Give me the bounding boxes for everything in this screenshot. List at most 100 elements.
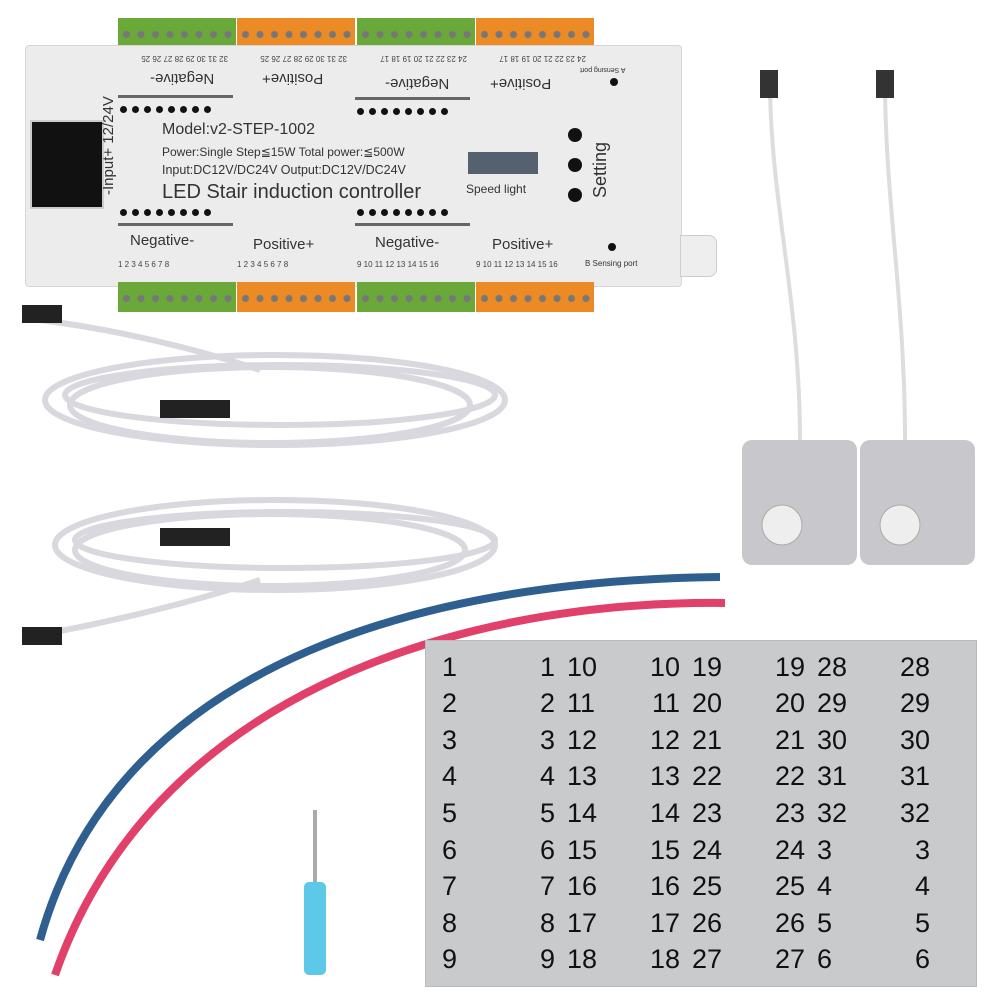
number-label: 4 — [914, 871, 930, 902]
mount-tab — [680, 235, 717, 277]
number-label: 2 — [442, 688, 458, 719]
connector-icon — [22, 305, 62, 323]
number-label: 1 — [539, 651, 555, 682]
io-text: Input:DC12V/DC24V Output:DC12V/DC24V — [162, 163, 406, 177]
number-label: 5 — [539, 797, 555, 828]
number-label: 32 — [899, 797, 930, 828]
number-label: 6 — [442, 834, 458, 865]
number-label: 15 — [567, 834, 598, 865]
number-label: 27 — [692, 944, 723, 975]
number-label: 5 — [817, 907, 833, 938]
number-label: 6 — [539, 834, 555, 865]
number-label: 29 — [899, 688, 930, 719]
number-label: 10 — [649, 651, 680, 682]
number-label: 5 — [442, 797, 458, 828]
arrow-left — [118, 95, 233, 98]
terminal-block-top — [118, 18, 236, 48]
terminal-block-bottom — [357, 282, 475, 312]
number-label: 7 — [442, 871, 458, 902]
terminal-numbers: 1 2 3 4 5 6 7 8 — [237, 260, 289, 269]
number-label: 9 — [442, 944, 458, 975]
blue-wire — [36, 573, 721, 942]
number-label: 7 — [539, 871, 555, 902]
number-label: 22 — [774, 761, 805, 792]
number-label: 6 — [914, 944, 930, 975]
number-label: 25 — [692, 871, 723, 902]
number-label: 23 — [692, 797, 723, 828]
terminal-block-bottom — [476, 282, 594, 312]
number-label: 21 — [692, 724, 723, 755]
arrow-left — [355, 97, 470, 100]
terminal-numbers: 1 2 3 4 5 6 7 8 — [118, 260, 170, 269]
model-text: Model:v2-STEP-1002 — [162, 121, 315, 138]
number-label: 18 — [567, 944, 598, 975]
number-label: 3 — [539, 724, 555, 755]
power-text: Power:Single Step≦15W Total power:≦500W — [162, 145, 405, 159]
controller: 32 31 30 29 28 27 26 25 32 31 30 29 28 2… — [0, 0, 720, 312]
number-label: 13 — [567, 761, 598, 792]
product-title: LED Stair induction controller — [162, 181, 422, 203]
number-label: 20 — [692, 688, 723, 719]
led-dots — [120, 209, 211, 216]
number-label: 28 — [817, 651, 848, 682]
number-label: 21 — [774, 724, 805, 755]
number-label: 22 — [692, 761, 723, 792]
number-label: 1 — [442, 651, 458, 682]
setting-button[interactable] — [568, 158, 582, 172]
terminal-block-top — [357, 18, 475, 48]
number-label: 4 — [539, 761, 555, 792]
number-label: 30 — [817, 724, 848, 755]
number-label: 13 — [649, 761, 680, 792]
speed-display — [468, 152, 538, 174]
number-label: 26 — [774, 907, 805, 938]
number-label: 6 — [817, 944, 833, 975]
a-sensing-port[interactable] — [610, 78, 618, 86]
number-label: 20 — [774, 688, 805, 719]
number-label: 29 — [817, 688, 848, 719]
connector-icon — [160, 400, 230, 418]
screwdriver — [304, 810, 326, 975]
pir-sensor — [742, 70, 857, 565]
number-label: 3 — [442, 724, 458, 755]
number-label: 31 — [817, 761, 848, 792]
number-label: 14 — [567, 797, 598, 828]
number-label: 25 — [774, 871, 805, 902]
led-dots — [357, 209, 448, 216]
number-label: 19 — [774, 651, 805, 682]
setting-button[interactable] — [568, 128, 582, 142]
positive-label: Positive+ — [492, 236, 554, 253]
number-label: 8 — [539, 907, 555, 938]
led-dots — [357, 108, 448, 115]
number-label: 14 — [649, 797, 680, 828]
number-label: 4 — [817, 871, 833, 902]
setting-button[interactable] — [568, 188, 582, 202]
terminal-block-top — [237, 18, 355, 48]
number-label: 12 — [567, 724, 598, 755]
number-label: 2 — [539, 688, 555, 719]
arrow-right — [118, 223, 233, 226]
number-label: 10 — [567, 651, 598, 682]
number-label: 8 — [442, 907, 458, 938]
terminal-block-top — [476, 18, 594, 48]
number-label: 27 — [774, 944, 805, 975]
connector-icon — [22, 627, 62, 645]
positive-label: Positive+ — [253, 236, 315, 253]
number-label: 17 — [567, 907, 598, 938]
arrow-right — [355, 223, 470, 226]
number-label: 18 — [649, 944, 680, 975]
number-label: 11 — [567, 688, 596, 719]
negative-label: Negative- — [375, 234, 440, 251]
led-dots — [120, 106, 211, 113]
b-sensing-port[interactable] — [608, 243, 616, 251]
number-label: 24 — [774, 834, 805, 865]
number-label: 17 — [649, 907, 680, 938]
number-label: 11 — [651, 688, 680, 719]
number-label: 4 — [442, 761, 458, 792]
connector-icon — [160, 528, 230, 546]
number-label: 16 — [567, 871, 598, 902]
terminal-block-bottom — [237, 282, 355, 312]
number-label: 9 — [539, 944, 555, 975]
number-label: 31 — [899, 761, 930, 792]
ribbon-cable-coil — [39, 317, 508, 448]
